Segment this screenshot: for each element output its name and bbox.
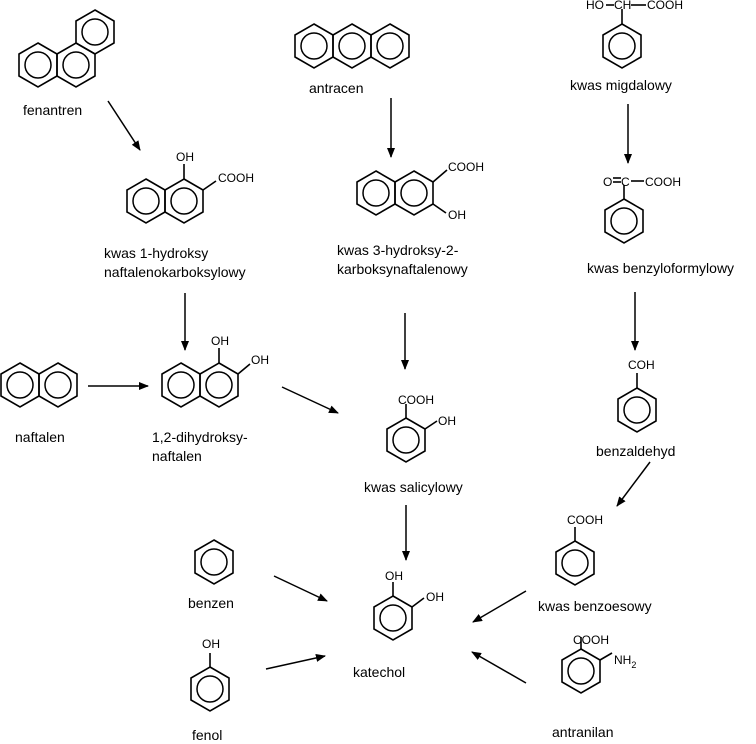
cooh-label: COOH [573, 633, 609, 647]
label-dihydroksy-line2: naftalen [152, 448, 202, 464]
oh-label: OH [202, 637, 220, 651]
kwas-benzyloformylowy-structure: O C COOH [603, 175, 681, 244]
arrow-antranilan-to-katechol [471, 651, 527, 684]
label-kwas-salicylowy: kwas salicylowy [364, 479, 463, 495]
label-antracen: antracen [309, 80, 363, 96]
katechol-structure: OH OH [373, 569, 444, 641]
fenantren-structure [18, 9, 115, 88]
oh-label: OH [176, 150, 194, 164]
arrow-dihydroksy-to-salicylowy [281, 386, 339, 414]
oh-label: OH [426, 590, 444, 604]
kwas-migdalowy-structure: HO CH COOH [586, 0, 683, 69]
arrow-benzoesowy-to-katechol [472, 590, 527, 623]
label-naftalen: naftalen [15, 429, 65, 445]
label-benzaldehyd: benzaldehyd [596, 443, 675, 459]
antracen-structure [294, 23, 410, 69]
cooh-label: COOH [567, 513, 603, 527]
benzen-structure [194, 539, 234, 585]
mandelic-ch-label: CH [614, 0, 631, 12]
arrow-fenantren-to-kwas-1-hydroksy [107, 100, 141, 151]
label-kwas-migdalowy: kwas migdalowy [570, 77, 672, 93]
label-fenol: fenol [192, 727, 222, 743]
mandelic-ho-label: HO [586, 0, 604, 12]
label-benzen: benzen [188, 595, 234, 611]
benzaldehyd-structure: COH [617, 358, 657, 433]
cooh-label: COOH [448, 160, 484, 174]
oh-label: OH [448, 208, 466, 222]
label-dihydroksy-line1: 1,2-dihydroksy- [152, 429, 248, 445]
label-fenantren: fenantren [23, 102, 82, 118]
cooh-label: COOH [645, 175, 681, 189]
oh-label: OH [385, 569, 403, 583]
kwas-salicylowy-structure: COOH OH [386, 393, 456, 463]
c-atom-label: C [621, 175, 630, 189]
oh-label: OH [211, 334, 229, 348]
label-kwas-3-hydroksy-line2: karboksynaftalenowy [337, 261, 468, 277]
o-atom-label: O [603, 175, 612, 189]
label-kwas-1-hydroksy-line2: naftalenokarboksylowy [104, 264, 246, 280]
label-kwas-benzoesowy: kwas benzoesowy [538, 598, 652, 614]
cooh-label: COOH [218, 171, 254, 185]
nh2-label: NH2 [614, 653, 636, 670]
label-katechol: katechol [353, 664, 405, 680]
kwas-3-hydroksy-structure: COOH OH [356, 160, 484, 222]
arrow-benzaldehyd-to-benzoesowy [616, 461, 651, 507]
oh-label: OH [251, 353, 269, 367]
oh-label: OH [438, 414, 456, 428]
label-kwas-1-hydroksy-line1: kwas 1-hydroksy [104, 245, 208, 261]
fenol-structure: OH [190, 637, 230, 712]
label-kwas-3-hydroksy-line1: kwas 3-hydroksy-2- [337, 242, 459, 258]
cooh-label: COOH [398, 393, 434, 407]
label-kwas-benzyloformylowy: kwas benzyloformylowy [587, 260, 734, 276]
kwas-benzoesowy-structure: COOH [555, 513, 603, 586]
coh-label: COH [628, 358, 655, 372]
naftalen-structure [0, 362, 78, 408]
kwas-1-hydroksy-structure: OH COOH [126, 150, 254, 224]
antranilan-structure: COOH NH2 [561, 633, 636, 694]
label-antranilan: antranilan [552, 724, 614, 740]
arrow-benzen-to-katechol [273, 575, 328, 602]
dihydroksynaftalen-structure: OH OH [161, 334, 269, 408]
arrow-fenol-to-katechol [265, 654, 326, 670]
reaction-arrows [88, 98, 651, 684]
mandelic-cooh-label: COOH [647, 0, 683, 12]
compound-labels: fenantren antracen kwas migdalowy kwas 1… [15, 77, 734, 743]
